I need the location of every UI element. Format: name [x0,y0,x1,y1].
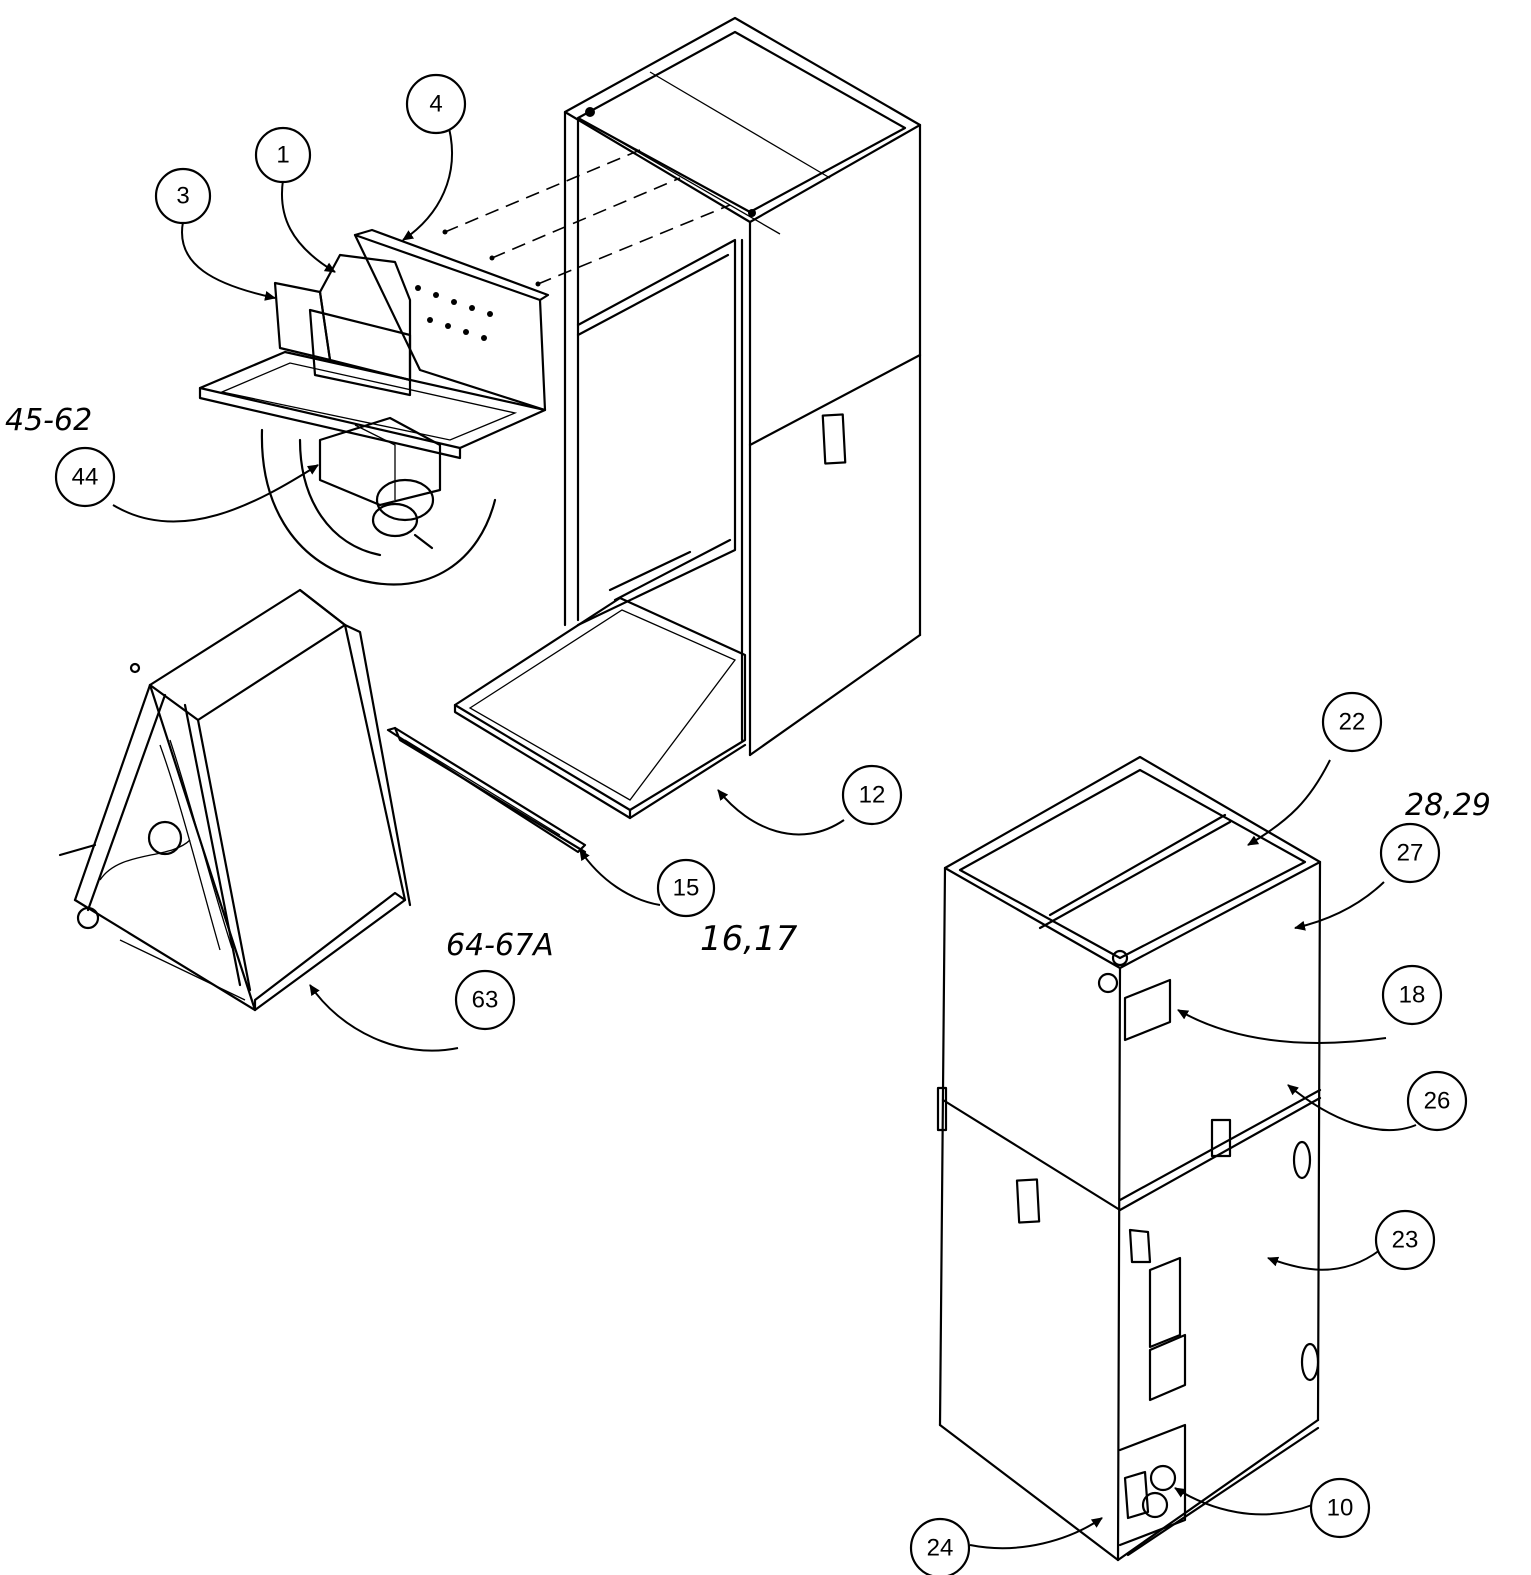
callout-10-label: 10 [1327,1495,1354,1522]
callout-26: 26 [1406,1070,1468,1132]
callout-4: 4 [405,73,467,135]
callout-24-label: 24 [927,1535,954,1562]
callout-27: 27 [1379,822,1441,884]
callout-4-label: 4 [429,91,442,118]
annotation-45-62: 45-62 [5,403,92,438]
callout-18-label: 18 [1399,982,1426,1009]
callout-15: 15 [656,858,716,918]
callout-23-label: 23 [1392,1227,1419,1254]
callout-1-label: 1 [276,142,289,169]
assembled-unit [936,755,1322,1562]
blower-assembly [198,228,550,586]
callout-27-label: 27 [1397,840,1424,867]
callout-10: 10 [1309,1477,1371,1539]
mounting-holes [415,285,493,341]
filter-rail [386,726,587,854]
annotation-64-67a: 64-67A [446,928,554,963]
callout-3: 3 [154,167,212,225]
annotation-28-29: 28,29 [1405,788,1491,823]
callout-23: 23 [1374,1209,1436,1271]
callout-12: 12 [841,764,903,826]
callout-63: 63 [454,969,516,1031]
callout-12-label: 12 [859,782,886,809]
callout-22-label: 22 [1339,709,1366,736]
annotation-16-17: 16,17 [700,919,798,959]
callout-18: 18 [1381,964,1443,1026]
callout-3-label: 3 [176,183,189,210]
callout-44-label: 44 [72,464,99,491]
coil-assembly [58,588,412,1012]
cabinet-open [453,16,922,820]
callout-63-label: 63 [472,987,499,1014]
callout-15-label: 15 [673,875,700,902]
callout-22: 22 [1321,691,1383,753]
alignment-lines [442,149,731,287]
callout-1: 1 [254,126,312,184]
callout-44: 44 [54,446,116,508]
callout-26-label: 26 [1424,1088,1451,1115]
leader-lines [112,127,1417,1550]
callout-24: 24 [909,1517,971,1575]
